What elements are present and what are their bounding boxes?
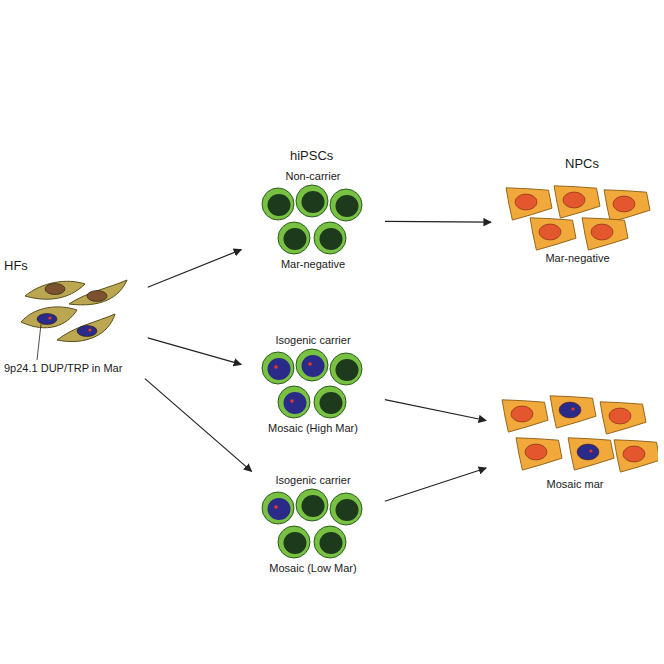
cell-illustration <box>248 348 378 422</box>
flow-arrow <box>145 379 252 472</box>
marker-chromosome <box>589 449 592 452</box>
marker-chromosome <box>308 362 312 366</box>
leader-line <box>37 324 41 360</box>
npc-cell <box>568 438 614 470</box>
npc-cell <box>550 396 596 428</box>
npc-cell <box>604 190 650 222</box>
cell-nucleus <box>336 499 359 521</box>
column-heading: hiPSCs <box>290 148 333 163</box>
cell-nucleus <box>268 194 291 216</box>
fibroblast-cell <box>21 307 77 328</box>
marker-chromosome <box>290 399 294 403</box>
cell-nucleus <box>320 532 343 554</box>
ipsc-cell <box>278 222 310 254</box>
group-title: Mosaic mar <box>547 478 604 492</box>
cell-illustration <box>17 274 132 362</box>
fibroblast-cell <box>69 280 127 305</box>
npc-cell <box>502 400 548 432</box>
fibroblast-cell <box>57 314 115 342</box>
ipsc-cell <box>314 526 346 558</box>
npc-cell <box>600 402 646 434</box>
cell-illustration <box>498 180 658 252</box>
cell-nucleus <box>525 444 547 460</box>
cell-nucleus <box>539 224 561 240</box>
cell-nucleus <box>268 358 291 380</box>
npc-cell <box>506 188 552 220</box>
cell-group: Mosaic mar <box>490 386 660 492</box>
cell-nucleus <box>320 392 343 414</box>
ipsc-cell <box>262 188 294 220</box>
group-title: HFs <box>4 258 28 274</box>
cell-nucleus <box>284 392 307 414</box>
cell-nucleus <box>302 191 325 213</box>
cell-nucleus <box>577 444 599 460</box>
ipsc-cell <box>330 353 362 385</box>
cell-nucleus <box>320 228 343 250</box>
cell-nucleus <box>511 406 533 422</box>
cell-nucleus <box>515 194 537 210</box>
marker-chromosome <box>571 407 574 410</box>
marker-chromosome <box>48 317 51 320</box>
cell-nucleus <box>623 446 645 462</box>
npc-cell <box>530 218 576 250</box>
ipsc-cell <box>296 489 328 521</box>
npc-cell <box>516 438 562 470</box>
ipsc-cell <box>314 386 346 418</box>
ipsc-cell <box>330 189 362 221</box>
npc-cell <box>554 186 600 218</box>
flow-arrow <box>148 250 242 288</box>
ipsc-cell <box>278 526 310 558</box>
marker-chromosome <box>88 329 91 332</box>
ipsc-cell <box>314 222 346 254</box>
cell-nucleus <box>336 359 359 381</box>
cell-group: Non-carrierMar-negative <box>245 170 381 272</box>
marker-chromosome <box>274 365 278 369</box>
group-title: Non-carrier <box>285 170 340 184</box>
group-title: Mar-negative <box>545 252 609 266</box>
group-subtitle: Mar-negative <box>281 258 345 272</box>
cell-nucleus <box>613 196 635 212</box>
flow-arrow <box>385 468 486 501</box>
group-title: Isogenic carrier <box>275 474 350 488</box>
cell-group: Mar-negative <box>495 180 660 266</box>
column-heading: NPCs <box>565 156 599 171</box>
ipsc-cell <box>296 185 328 217</box>
group-subtitle: Mosaic (High Mar) <box>268 422 358 436</box>
flow-arrow <box>385 400 486 421</box>
cell-nucleus <box>336 195 359 217</box>
cell-nucleus <box>302 495 325 517</box>
cell-illustration <box>248 184 378 258</box>
cell-group: HFs 9p24.1 DUP/TRP in Mar <box>4 258 144 376</box>
group-subtitle: Mosaic (Low Mar) <box>269 562 356 576</box>
ipsc-cell <box>330 493 362 525</box>
cell-nucleus <box>284 532 307 554</box>
npc-cell <box>582 218 628 250</box>
flow-arrow <box>385 221 491 223</box>
fibroblast-cell <box>25 282 85 300</box>
cell-nucleus <box>77 326 97 337</box>
flow-arrow <box>148 338 241 365</box>
ipsc-cell <box>296 349 328 381</box>
cell-nucleus <box>591 224 613 240</box>
marker-chromosome <box>274 505 278 509</box>
cell-nucleus <box>37 314 57 325</box>
ipsc-cell <box>278 386 310 418</box>
ipsc-cell <box>262 352 294 384</box>
cell-nucleus <box>268 498 291 520</box>
cell-illustration <box>248 488 378 562</box>
cell-nucleus <box>302 355 325 377</box>
cell-group: Isogenic carrierMosaic (High Mar) <box>245 334 381 436</box>
group-title: Isogenic carrier <box>275 334 350 348</box>
ipsc-cell <box>262 492 294 524</box>
group-subtitle: 9p24.1 DUP/TRP in Mar <box>4 362 122 376</box>
cell-nucleus <box>284 228 307 250</box>
cell-nucleus <box>609 408 631 424</box>
cell-nucleus <box>563 192 585 208</box>
npc-cell <box>614 440 658 472</box>
cell-nucleus <box>87 291 107 302</box>
cell-nucleus <box>559 402 581 418</box>
cell-group: Isogenic carrierMosaic (Low Mar) <box>245 474 381 576</box>
cell-nucleus <box>45 284 65 295</box>
cell-illustration <box>492 386 658 478</box>
